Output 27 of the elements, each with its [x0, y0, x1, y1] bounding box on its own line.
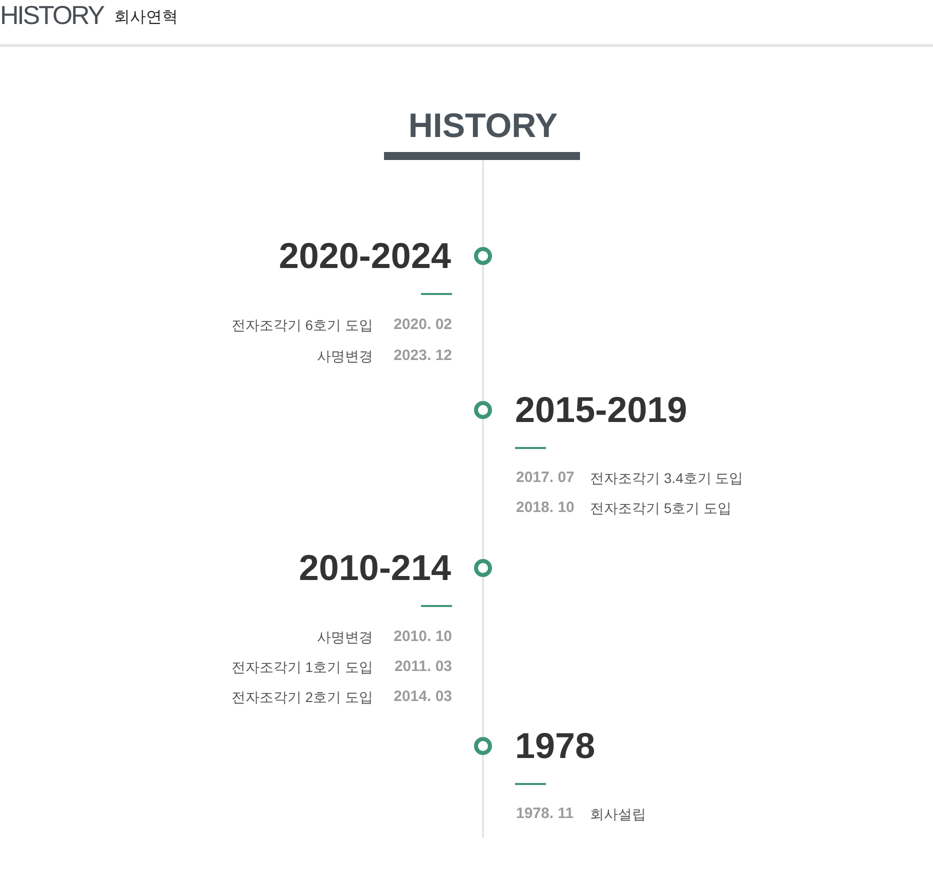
event-text: 전자조각기 6호기 도입: [231, 316, 373, 335]
event-text: 회사설립: [590, 805, 646, 824]
header-subtitle: 회사연혁: [114, 8, 178, 28]
event-date: 2011. 03: [394, 657, 452, 677]
timeline-dot: [474, 559, 492, 577]
event-text: 전자조각기 1호기 도입: [231, 658, 373, 677]
timeline-dot: [474, 737, 492, 755]
event-date: 2020. 02: [394, 315, 452, 335]
event-date: 2010. 10: [394, 627, 452, 647]
event-text: 전자조각기 5호기 도입: [590, 499, 732, 518]
event-text: 사명변경: [317, 628, 373, 647]
event-text: 전자조각기 2호기 도입: [231, 688, 373, 707]
period-heading: 1978: [515, 724, 596, 768]
event-date: 2014. 03: [394, 687, 452, 707]
timeline-dot: [474, 247, 492, 265]
event-text: 사명변경: [317, 347, 373, 366]
event-date: 1978. 11: [516, 804, 574, 824]
event-date: 2017. 07: [516, 468, 574, 488]
event-text: 전자조각기 3.4호기 도입: [590, 469, 744, 488]
event-date: 2023. 12: [394, 346, 452, 366]
timeline-dot: [474, 401, 492, 419]
period-heading: 2010-214: [298, 546, 451, 590]
header-title: HISTORY: [0, 0, 104, 30]
section-title: HISTORY: [408, 106, 558, 146]
period-heading: 2020-2024: [278, 234, 451, 278]
event-date: 2018. 10: [516, 498, 574, 518]
period-heading: 2015-2019: [515, 388, 688, 432]
